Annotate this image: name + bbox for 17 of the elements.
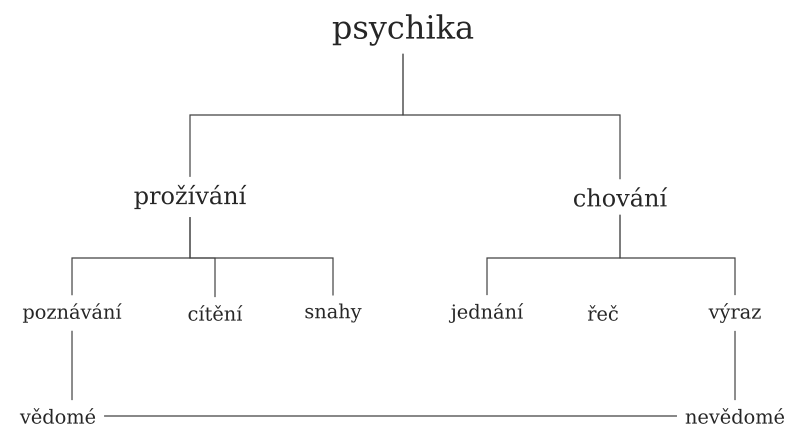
category-label: prožívání [134,184,246,210]
connector-line [734,330,736,400]
connector-line [402,54,621,180]
item-label: vědomé [20,408,96,424]
item-label: nevědomé [686,408,784,424]
item-label: snahy [305,304,362,322]
category-label: chování [574,187,668,207]
connector-line [104,415,677,417]
title-text: psychika [332,14,474,46]
item-label: výraz [708,303,761,323]
connector-line [619,214,736,296]
item-label: poznávání [22,303,122,323]
item-label: řeč [588,305,618,321]
item-label: jednání [448,303,524,323]
connector-line [71,330,73,400]
connector-line [189,217,334,296]
item-label: cítění [188,305,243,321]
